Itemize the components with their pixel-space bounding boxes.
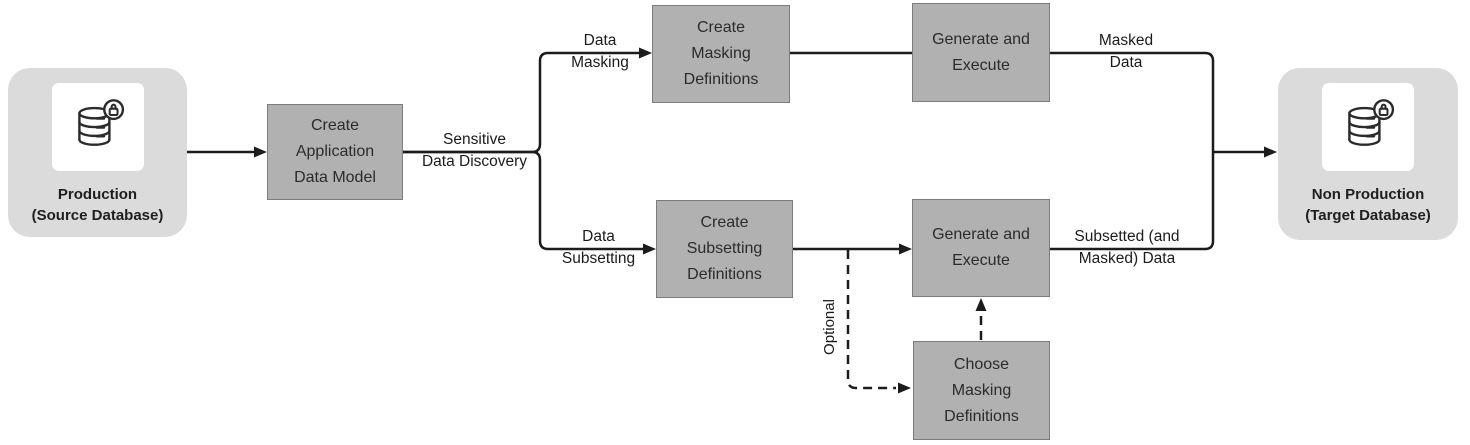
non-production-subtitle: (Target Database) bbox=[1305, 207, 1431, 224]
node-label-line: Choose bbox=[953, 355, 1010, 373]
node-generate-execute-subsetting: Generate and Execute bbox=[912, 199, 1050, 297]
edge-label-optional: Optional bbox=[821, 299, 838, 355]
database-lock-icon bbox=[77, 99, 124, 146]
arrowhead-to-adm bbox=[254, 146, 267, 158]
node-create-subsetting-definitions: Create Subsetting Definitions bbox=[656, 200, 793, 298]
node-label-line: Definitions bbox=[687, 266, 762, 283]
edge-merge-bracket bbox=[1049, 51, 1215, 251]
node-create-masking-definitions: Create Masking Definitions bbox=[652, 5, 790, 103]
edge-discovery-to-subsetting bbox=[403, 150, 643, 251]
node-label-line: Create bbox=[700, 214, 749, 231]
arrowhead-to-choosedefs bbox=[898, 382, 911, 394]
node-label-line: Definitions bbox=[944, 407, 1019, 425]
node-label-line: Execute bbox=[952, 56, 1010, 74]
edge-label-data-masking: Data Masking bbox=[571, 32, 629, 71]
non-production-block: Non Production (Target Database) bbox=[1278, 68, 1458, 240]
database-lock-icon bbox=[1348, 99, 1395, 146]
node-label-line: Application bbox=[295, 143, 375, 160]
node-label-line: Masking bbox=[691, 45, 751, 62]
node-label-line: Data Model bbox=[294, 169, 376, 186]
node-label-line: Execute bbox=[952, 252, 1010, 269]
production-title: Production bbox=[57, 186, 138, 203]
non-production-caption: Non Production (Target Database) bbox=[1305, 184, 1431, 226]
database-icon-tile bbox=[1322, 83, 1414, 171]
node-label-line: Create bbox=[310, 117, 360, 134]
edge-optional-dashed bbox=[846, 250, 896, 390]
node-generate-execute-masking: Generate and Execute bbox=[912, 3, 1050, 102]
node-label-line: Subsetting bbox=[686, 240, 763, 257]
node-label-line: Generate and bbox=[932, 226, 1030, 243]
node-label-line: Generate and bbox=[932, 30, 1030, 48]
edge-label-subsetted-data: Subsetted (and Masked) Data bbox=[1074, 228, 1180, 267]
node-create-application-data-model: Create Application Data Model bbox=[267, 104, 403, 200]
arrowhead-to-subdefs bbox=[643, 243, 656, 255]
node-label-line: Masking bbox=[951, 381, 1012, 399]
node-choose-masking-definitions: Choose Masking Definitions bbox=[913, 341, 1050, 440]
arrowhead-to-target bbox=[1264, 146, 1277, 158]
edge-label-data-subsetting: Data Subsetting bbox=[561, 228, 636, 267]
production-block: Production (Source Database) bbox=[8, 68, 187, 237]
non-production-title: Non Production bbox=[1311, 186, 1425, 203]
node-label-line: Definitions bbox=[683, 71, 759, 88]
node-label-line: Create bbox=[696, 19, 746, 36]
production-subtitle: (Source Database) bbox=[31, 207, 164, 224]
edge-label-sensitive-data-discovery: Sensitive Data Discovery bbox=[421, 131, 528, 170]
arrowhead-to-generate-bottom bbox=[899, 243, 912, 255]
arrowhead-choosedefs-up bbox=[975, 298, 987, 311]
database-icon-tile bbox=[51, 83, 144, 171]
production-caption: Production (Source Database) bbox=[32, 184, 164, 226]
arrowhead-to-maskdefs bbox=[639, 47, 652, 59]
edge-label-masked-data: Masked Data bbox=[1098, 32, 1154, 71]
